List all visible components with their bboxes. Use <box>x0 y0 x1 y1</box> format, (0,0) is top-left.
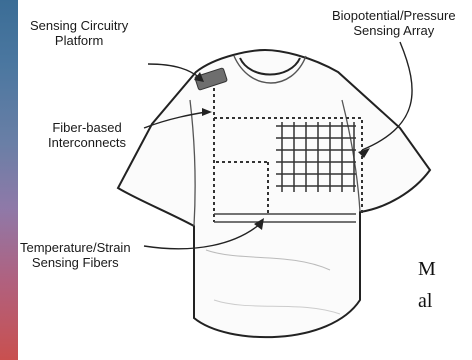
label-sensing-fibers: Temperature/Strain Sensing Fibers <box>20 240 131 270</box>
label-interconnects: Fiber-based Interconnects <box>48 120 126 150</box>
caption-line-1: M <box>418 258 436 281</box>
t-shirt-outline <box>118 50 430 337</box>
label-sensing-array: Biopotential/Pressure Sensing Array <box>332 8 456 38</box>
caption-line-2: al <box>418 290 432 313</box>
label-sensing-platform: Sensing Circuitry Platform <box>30 18 128 48</box>
